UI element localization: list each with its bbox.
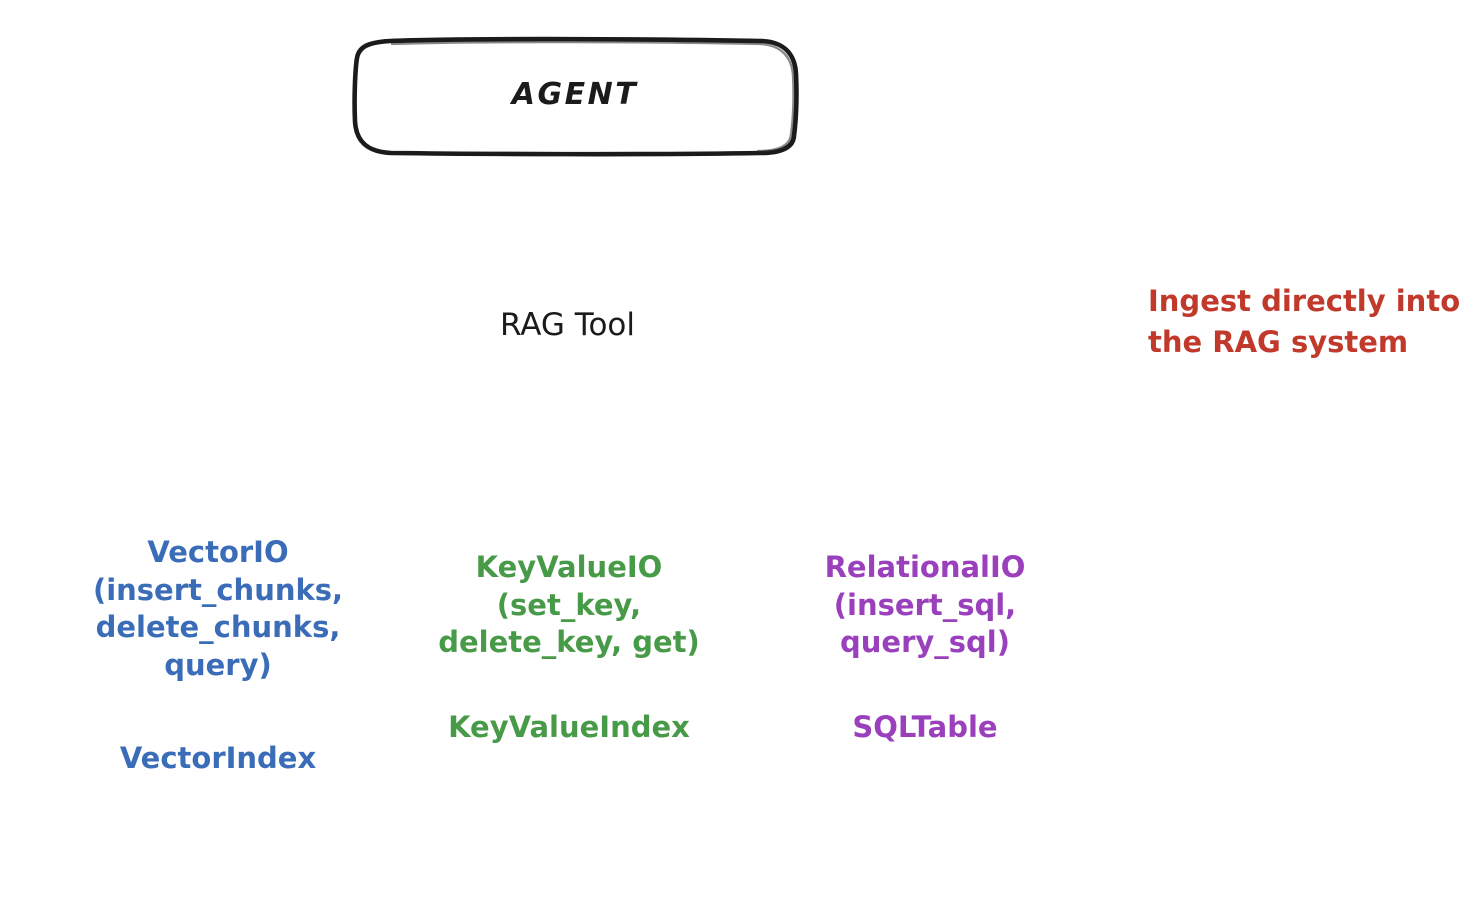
agent-node[interactable] (352, 36, 799, 157)
agent-box-sketch-overlay (390, 40, 795, 153)
agent-box-outline (352, 36, 799, 157)
